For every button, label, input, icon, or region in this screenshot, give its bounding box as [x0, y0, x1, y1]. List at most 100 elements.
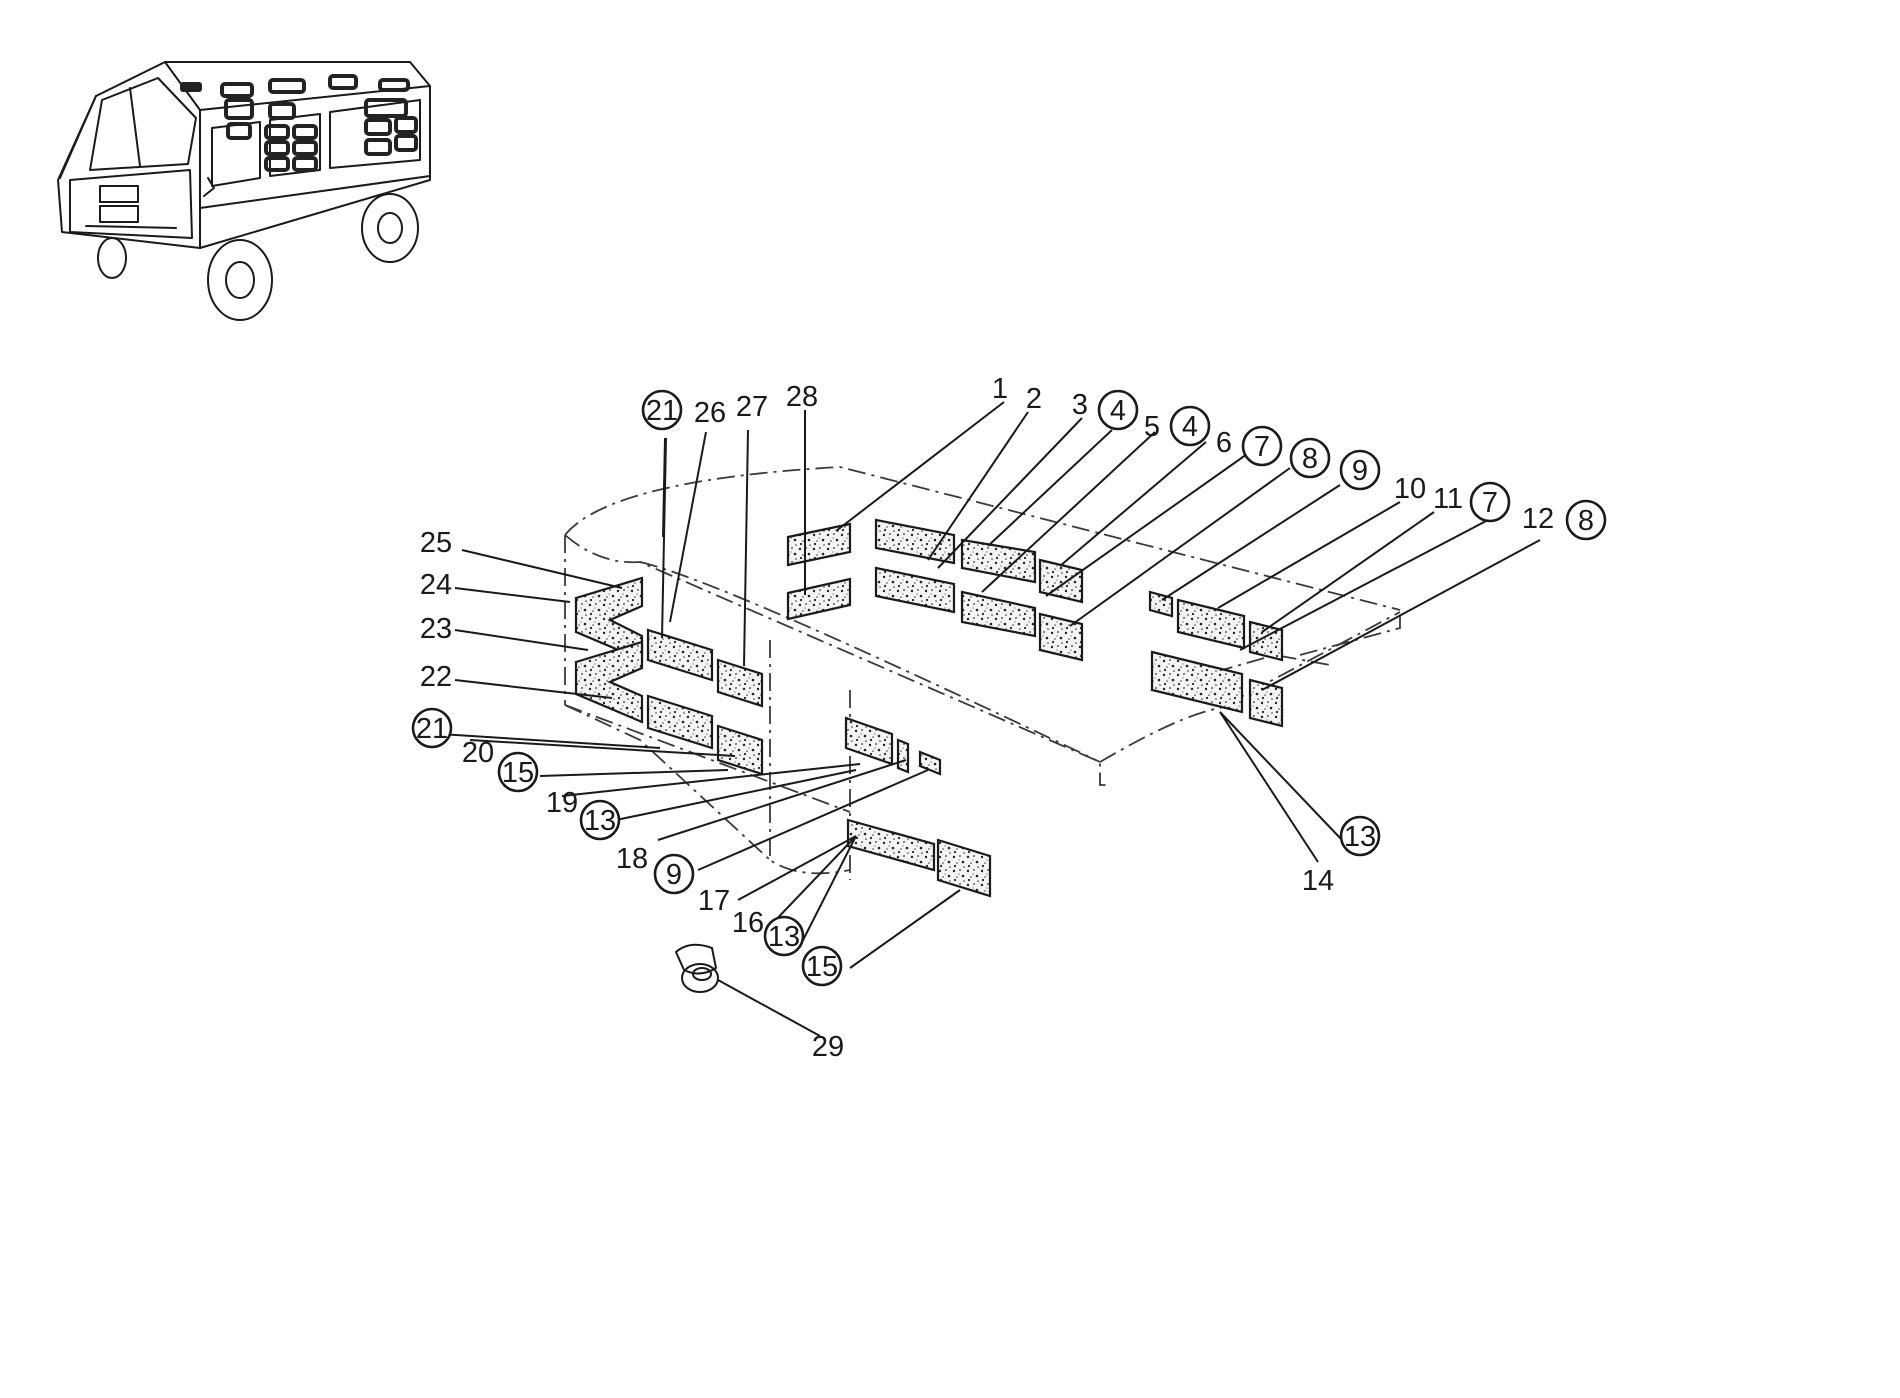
pad-2	[874, 566, 956, 614]
callout-number: 2	[1026, 383, 1042, 415]
vehicle-thumbnail	[57, 61, 431, 321]
pad-15	[936, 838, 992, 898]
callout-number: 21	[416, 713, 448, 745]
callout-c5: 5	[1144, 411, 1160, 443]
pad-20	[716, 724, 764, 776]
callout-circle	[801, 945, 843, 987]
callout-c15b: 15	[801, 945, 843, 987]
pad-18	[844, 716, 894, 766]
callout-number: 10	[1394, 473, 1426, 505]
callout-number: 7	[1482, 487, 1498, 519]
callout-number: 8	[1578, 505, 1594, 537]
callout-number: 17	[698, 885, 730, 917]
callout-number: 18	[616, 843, 648, 875]
callout-circle	[1565, 499, 1607, 541]
callout-c23: 23	[420, 613, 452, 645]
callout-c21b: 21	[411, 707, 453, 749]
leader-lines	[439, 401, 1541, 1037]
callout-c2: 2	[1026, 383, 1042, 415]
callout-number: 9	[666, 859, 682, 891]
callout-number: 15	[806, 951, 838, 983]
pad-26	[646, 628, 714, 682]
callout-number: 13	[1344, 821, 1376, 853]
callout-c26: 26	[694, 397, 726, 429]
callout-number: 23	[420, 613, 452, 645]
clip-part-29	[675, 943, 719, 993]
callout-c25: 25	[420, 527, 452, 559]
callout-c3: 3	[1072, 389, 1088, 421]
callout-number: 13	[768, 921, 800, 953]
callout-number: 8	[1302, 443, 1318, 475]
callout-circle	[1289, 437, 1331, 479]
insulation-pads	[574, 518, 1284, 898]
callout-circle	[579, 799, 621, 841]
pad-14	[1150, 650, 1244, 714]
callout-circle	[497, 751, 539, 793]
callout-c10: 10	[1394, 473, 1426, 505]
pad-11	[1248, 620, 1284, 662]
callout-c14: 14	[1302, 865, 1334, 897]
callout-c17: 17	[698, 885, 730, 917]
pad-3	[960, 538, 1037, 584]
callout-circle	[1169, 405, 1211, 447]
callout-number: 5	[1144, 411, 1160, 443]
pad-5	[960, 590, 1037, 638]
callout-number: 4	[1110, 395, 1126, 427]
callout-c19: 19	[546, 787, 578, 819]
callout-circle	[653, 853, 695, 895]
callout-c28: 28	[786, 381, 818, 413]
callout-number: 6	[1216, 427, 1232, 459]
callout-circle	[1469, 481, 1511, 523]
callout-number: 11	[1433, 483, 1463, 515]
callout-c29: 29	[812, 1031, 844, 1063]
pad-9b	[918, 750, 942, 776]
callout-number: 28	[786, 381, 818, 413]
pad-10	[1176, 598, 1246, 650]
callout-circle	[411, 707, 453, 749]
callout-circle	[641, 389, 683, 431]
callout-c11: 11	[1433, 483, 1463, 515]
callout-number: 22	[420, 661, 452, 693]
pad-16	[846, 818, 936, 872]
callout-circle	[1339, 449, 1381, 491]
callout-c9b: 9	[653, 853, 695, 895]
pad-24	[574, 576, 644, 662]
callout-number: 29	[812, 1031, 844, 1063]
callout-number: 13	[584, 805, 616, 837]
callout-circle	[1097, 389, 1139, 431]
pad-21	[646, 694, 714, 750]
callout-c20: 20	[462, 737, 494, 769]
callout-number: 7	[1254, 431, 1270, 463]
callout-c22: 22	[420, 661, 452, 693]
callout-c8a: 8	[1289, 437, 1331, 479]
callout-c4b: 4	[1169, 405, 1211, 447]
callout-c24: 24	[420, 569, 452, 601]
callout-number: 9	[1352, 455, 1368, 487]
callout-c15a: 15	[497, 751, 539, 793]
callout-number: 27	[736, 391, 768, 423]
callout-number: 26	[694, 397, 726, 429]
callout-c9a: 9	[1339, 449, 1381, 491]
callout-c13a: 13	[1339, 815, 1381, 857]
callout-circle	[763, 915, 805, 957]
callout-number: 25	[420, 527, 452, 559]
callout-c18: 18	[616, 843, 648, 875]
pad-28b	[786, 577, 852, 621]
callout-c12: 12	[1522, 503, 1554, 535]
callout-number: 15	[502, 757, 534, 789]
pad-6a	[1038, 558, 1084, 604]
callout-c27: 27	[736, 391, 768, 423]
pad-17	[896, 738, 910, 774]
callout-c4a: 4	[1097, 389, 1139, 431]
callout-number: 3	[1072, 389, 1088, 421]
callout-number: 24	[420, 569, 452, 601]
callout-c21a: 21	[641, 389, 683, 431]
pad-23	[574, 640, 644, 724]
pad-1	[874, 518, 956, 565]
pad-28a	[786, 522, 852, 567]
callout-number: 1	[992, 373, 1008, 405]
callout-number: 14	[1302, 865, 1334, 897]
callout-c16: 16	[732, 907, 764, 939]
